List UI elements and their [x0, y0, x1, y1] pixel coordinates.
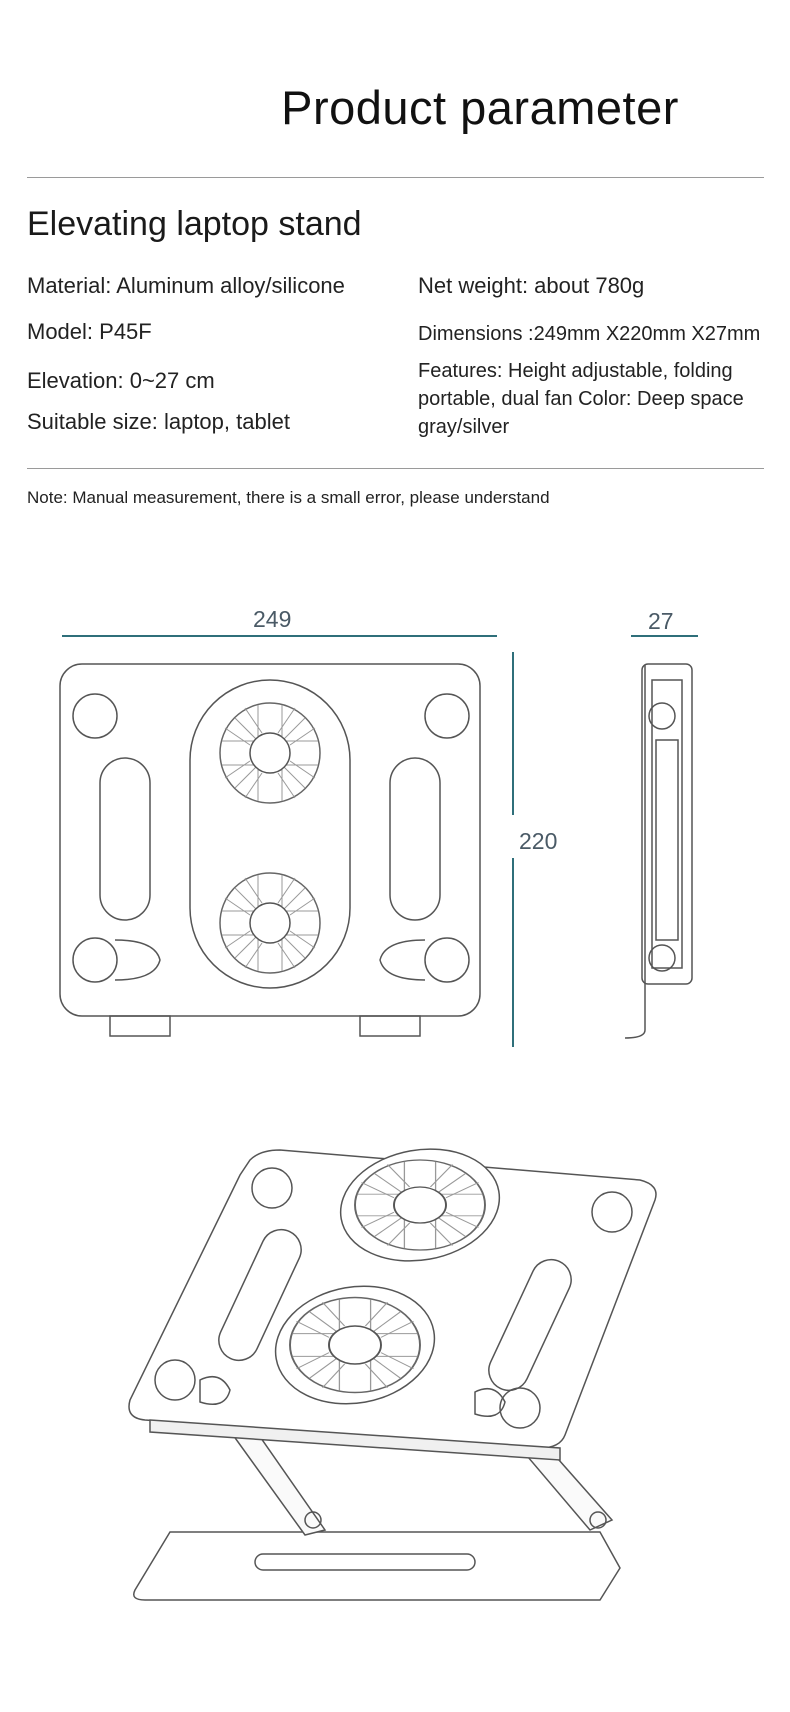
page-title: Product parameter	[281, 81, 679, 134]
spec-model: Model: P45F	[27, 319, 152, 344]
spec-elevation: Elevation: 0~27 cm	[27, 368, 215, 393]
width-dimension-label: 249	[253, 606, 292, 632]
spec-features-line-3: gray/silver	[418, 416, 510, 438]
spec-suitable-size: Suitable size: laptop, tablet	[27, 409, 290, 434]
fan-icon	[219, 872, 321, 974]
spec-material: Material: Aluminum alloy/silicone	[27, 273, 345, 298]
spec-features-line-2: portable, dual fan Color: Deep space	[418, 388, 744, 410]
spec-dimensions: Dimensions :249mm X220mm X27mm	[418, 323, 761, 345]
product-name: Elevating laptop stand	[27, 205, 362, 243]
measurement-note: Note: Manual measurement, there is a sma…	[27, 488, 550, 507]
laptop-stand-icon	[128, 1148, 657, 1601]
side-view-drawing	[624, 663, 693, 1039]
front-view-drawing	[59, 663, 481, 1037]
height-dimension-label: 220	[519, 828, 558, 854]
depth-dimension-label: 27	[648, 608, 674, 634]
spec-features-line-1: Features: Height adjustable, folding	[418, 360, 733, 382]
fan-icon	[219, 702, 321, 804]
spec-net-weight: Net weight: about 780g	[418, 273, 645, 298]
bottom-divider	[27, 468, 764, 469]
top-divider	[27, 177, 764, 178]
